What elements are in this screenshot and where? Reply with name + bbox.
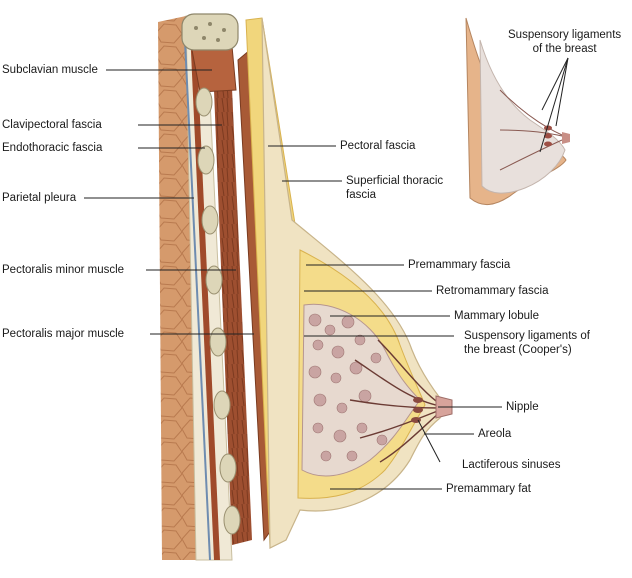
label-endothoracic-fascia: Endothoracic fascia xyxy=(2,142,103,154)
label-retromammary-fascia: Retromammary fascia xyxy=(436,285,549,297)
ribs xyxy=(195,87,241,535)
label-pectoralis-minor-muscle: Pectoralis minor muscle xyxy=(2,264,125,276)
label-pectoral-fascia: Pectoral fascia xyxy=(340,140,416,152)
subclavian-muscle xyxy=(191,45,237,93)
mammary-lobules xyxy=(308,313,388,462)
label-clavipectoral-fascia: Clavipectoral fascia xyxy=(2,119,102,131)
label-subclavian-muscle: Subclavian muscle xyxy=(2,64,98,76)
clavicle xyxy=(181,13,239,51)
label-coopers-ligaments: Suspensory ligaments of the breast (Coop… xyxy=(464,330,590,356)
label-nipple: Nipple xyxy=(506,401,539,413)
label-premammary-fascia: Premammary fascia xyxy=(408,259,511,271)
lactiferous-ducts xyxy=(349,339,441,463)
label-lactiferous-sinuses: Lactiferous sinuses xyxy=(462,459,561,471)
label-inset-suspensory-ligaments: Suspensory ligaments of the breast xyxy=(508,29,622,55)
label-superficial-thoracic-fascia: Superficial thoracic fascia xyxy=(346,175,444,201)
leader-lines xyxy=(84,57,569,490)
pectoralis-minor-muscle xyxy=(214,88,252,545)
label-pectoralis-major-muscle: Pectoralis major muscle xyxy=(2,328,125,340)
parietal-pleura xyxy=(183,19,211,561)
label-parietal-pleura: Parietal pleura xyxy=(2,192,77,204)
lactiferous-sinuses xyxy=(411,397,423,423)
label-premammary-fat: Premammary fat xyxy=(446,483,531,495)
inset-breast-diagram xyxy=(465,17,570,205)
label-areola: Areola xyxy=(478,428,512,440)
label-mammary-lobule: Mammary lobule xyxy=(454,310,539,322)
